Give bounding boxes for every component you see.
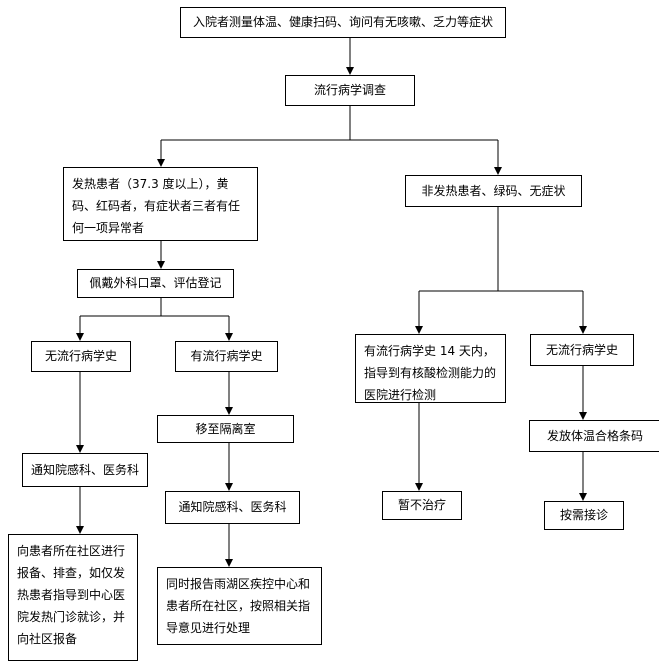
- node-epi-survey: 流行病学调查: [285, 75, 415, 106]
- node-report-community: 向患者所在社区进行报备、排查，如仅发热患者指导到中心医院发热门诊就诊，并向社区报…: [8, 534, 138, 661]
- node-issue-barcode: 发放体温合格条码: [529, 420, 659, 452]
- node-notify-right: 通知院感科、医务科: [165, 491, 300, 524]
- node-no-epi-history-right: 无流行病学史: [530, 334, 634, 366]
- node-fever-patients: 发热患者（37.3 度以上），黄码、红码者，有症状者三者有任何一项异常者: [63, 167, 258, 241]
- node-wear-mask: 佩戴外科口罩、评估登记: [77, 269, 234, 298]
- node-has-epi-history: 有流行病学史: [175, 341, 278, 372]
- node-epi-history-14d: 有流行病学史 14 天内，指导到有核酸检测能力的医院进行检测: [355, 334, 506, 403]
- node-entry-screening: 入院者测量体温、健康扫码、询问有无咳嗽、乏力等症状: [180, 7, 506, 38]
- node-nonfever-patients: 非发热患者、绿码、无症状: [405, 175, 582, 207]
- node-report-cdc: 同时报告雨湖区疾控中心和患者所在社区，按照相关指导意见进行处理: [157, 567, 322, 645]
- node-no-epi-history-left: 无流行病学史: [31, 341, 131, 372]
- node-treat-as-needed: 按需接诊: [544, 501, 624, 530]
- node-no-treatment: 暂不治疗: [382, 491, 462, 520]
- node-move-isolation: 移至隔离室: [157, 415, 294, 443]
- node-notify-left: 通知院感科、医务科: [22, 453, 148, 487]
